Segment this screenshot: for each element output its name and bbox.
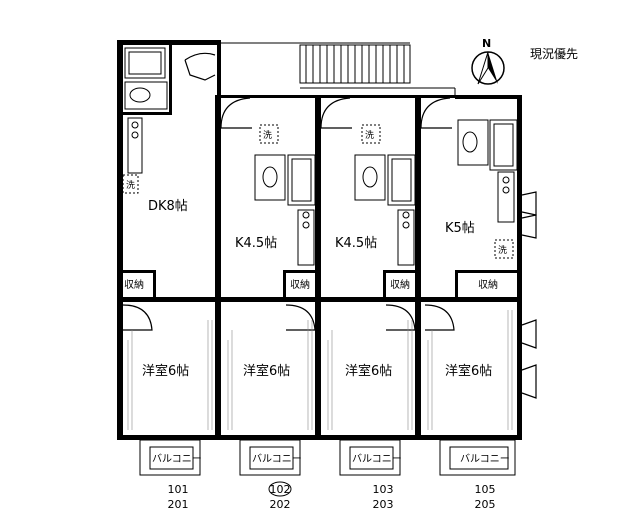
kitchen-label: DK8帖 [148,199,188,214]
kitchen-label: K4.5帖 [335,236,377,251]
bedroom-label: 洋室6帖 [445,363,492,379]
north-arrow-icon [471,51,505,85]
washer-mark: 洗 [263,129,272,141]
bath-fixtures [122,47,518,266]
storage-label: 収納 [478,278,498,291]
unit-number-upper: 202 [270,498,291,511]
bedroom-label: 洋室6帖 [142,363,189,379]
balcony-label: バルコニー [460,453,510,465]
washer-marks: 洗 洗 洗 洗 [126,129,507,256]
kitchen-label: K5帖 [445,221,475,236]
storage-label: 収納 [290,278,310,291]
staircase [221,42,456,95]
storage-label: 収納 [390,278,410,291]
circled-unit-marker [268,481,292,497]
bedroom-label: 洋室6帖 [345,363,392,379]
unit-number-upper: 205 [475,498,496,511]
bedroom-label: 洋室6帖 [243,363,290,379]
balcony-rails [139,439,516,476]
unit-number-lower: 105 [475,483,496,496]
doors [122,52,537,399]
storage-label: 収納 [124,278,144,291]
north-label: N [482,37,491,50]
balcony-label: バルコニー [352,453,402,465]
unit-number-upper: 201 [168,498,189,511]
balcony-label: バルコニー [152,453,202,465]
balcony-label: バルコニー [252,453,302,465]
unit-number-upper: 203 [373,498,394,511]
unit-number-lower: 101 [168,483,189,496]
unit-number-lower: 103 [373,483,394,496]
unit-number-lower: 102 [270,483,291,496]
washer-mark: 洗 [365,129,374,141]
window-hatching [127,310,513,430]
priority-note: 現況優先 [530,46,578,61]
washer-mark: 洗 [126,179,135,191]
walls [117,40,522,440]
washer-mark: 洗 [498,244,507,256]
kitchen-label: K4.5帖 [235,236,277,251]
